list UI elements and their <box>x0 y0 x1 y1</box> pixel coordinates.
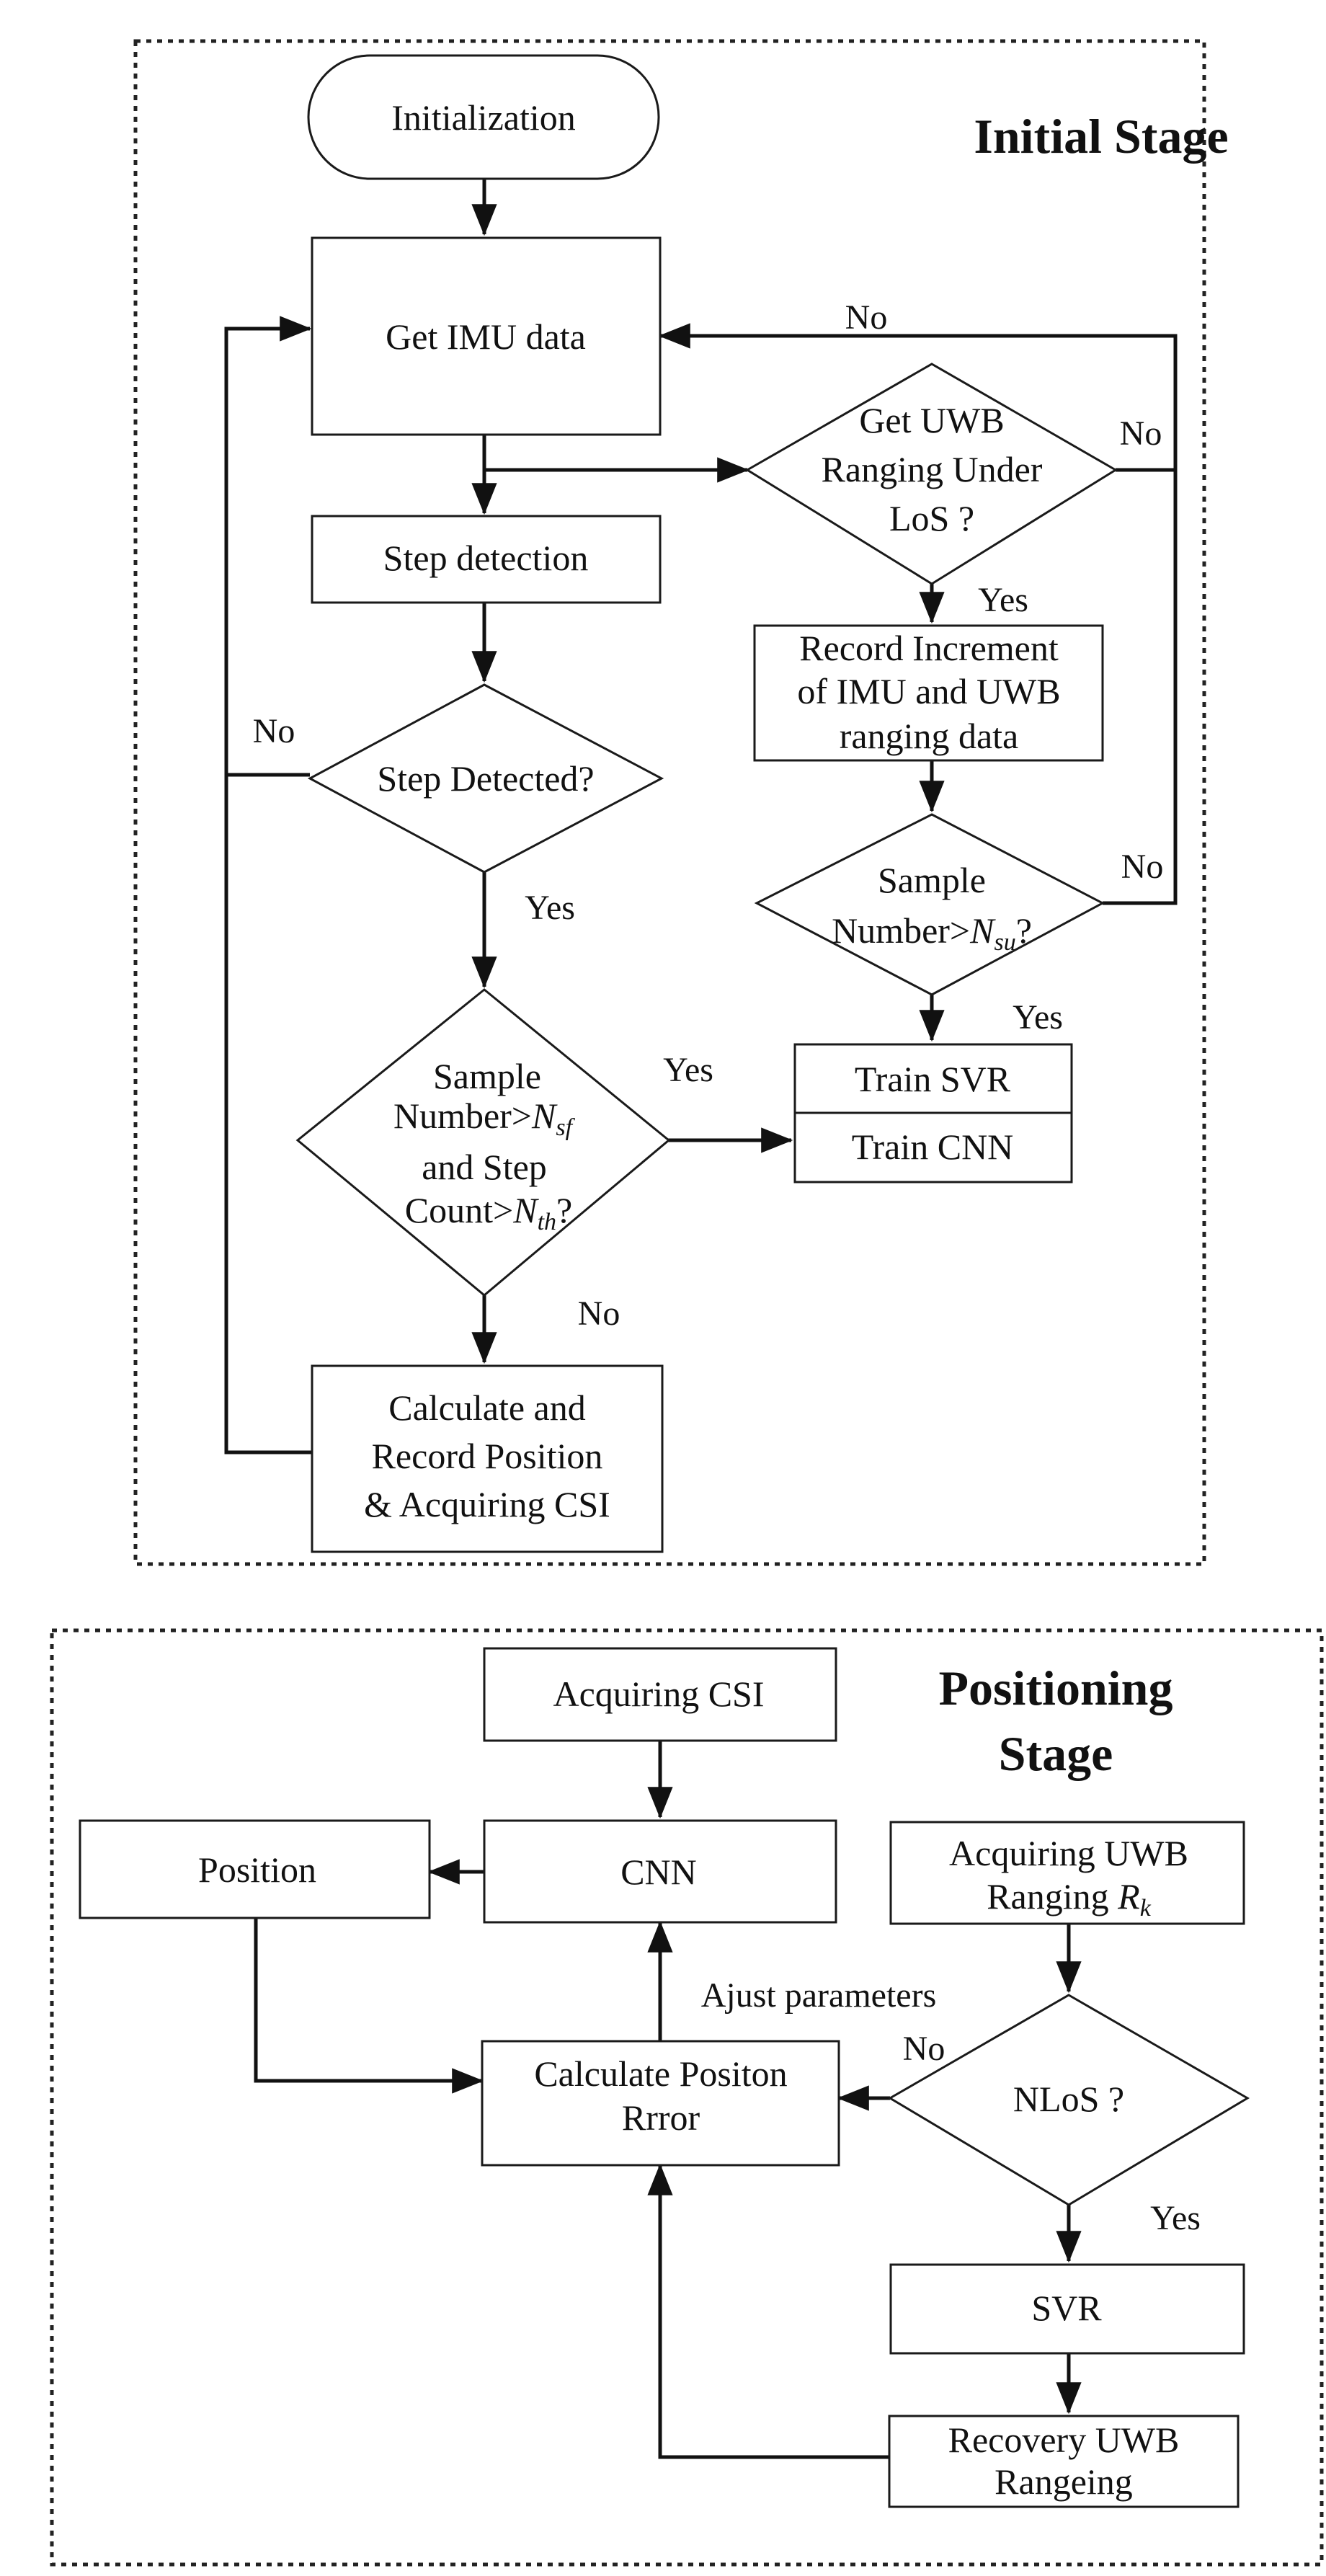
record-label-1: Record Increment <box>799 628 1059 668</box>
cnn-label: CNN <box>620 1852 697 1892</box>
position-label: Position <box>198 1849 316 1890</box>
recovery-label-1: Recovery UWB <box>948 2420 1180 2460</box>
record-label-3: ranging data <box>840 716 1019 756</box>
step-detected-decision <box>307 683 664 874</box>
calc-error-box <box>481 2040 840 2167</box>
acquiring-csi-label: Acquiring CSI <box>553 1674 764 1714</box>
label-cond-yes: Yes <box>663 1051 713 1089</box>
label-step-yes: Yes <box>525 889 575 927</box>
edge-recovery-to-calc <box>647 2163 889 2459</box>
label-uwb-yes: Yes <box>978 581 1028 619</box>
edge-calc-loop-back <box>224 316 312 1454</box>
record-increment-box <box>753 624 1104 762</box>
calc-label-2: Record Position <box>372 1436 603 1476</box>
sample-step-decision <box>295 988 671 1297</box>
edge-uwb-no-back <box>658 323 1178 472</box>
record-label-2: of IMU and UWB <box>797 671 1060 711</box>
nlos-label: NLoS ? <box>1013 2079 1124 2119</box>
initialization-terminal <box>307 54 660 180</box>
sample-su-label-2: Number>Nsu? <box>832 910 1032 956</box>
positioning-stage-title-1: Positioning <box>939 1661 1173 1715</box>
calc-label-1: Calculate and <box>388 1387 586 1428</box>
step-detection-box <box>311 515 662 604</box>
recovery-uwb-box <box>888 2415 1240 2508</box>
initial-stage-title: Initial Stage <box>974 109 1228 164</box>
uwb-los-label-3: LoS ? <box>889 498 974 538</box>
edge-position-to-calc <box>254 1918 484 2094</box>
svr-label: SVR <box>1031 2288 1102 2328</box>
label-uwb-no-top: No <box>845 298 888 337</box>
train-svr-box <box>793 1043 1073 1114</box>
train-cnn-box <box>793 1111 1073 1183</box>
cond-label-1: Sample <box>433 1056 541 1096</box>
nlos-decision <box>888 1994 1250 2206</box>
label-sample-yes: Yes <box>1013 998 1063 1036</box>
calc-label-3: & Acquiring CSI <box>364 1484 610 1524</box>
edge-sample-no-back <box>1103 470 1178 905</box>
step-detection-label: Step detection <box>383 538 589 578</box>
acquiring-uwb-box <box>889 1821 1245 1925</box>
calc-error-label-1: Calculate Positon <box>534 2053 787 2094</box>
initialization-label: Initialization <box>391 97 575 138</box>
label-step-no: No <box>253 712 295 750</box>
sample-su-label-1: Sample <box>878 860 986 900</box>
step-detected-label: Step Detected? <box>377 758 594 799</box>
uwb-los-label-2: Ranging Under <box>822 449 1043 489</box>
initial-stage-frame <box>133 39 1206 1566</box>
recovery-label-2: Rangeing <box>994 2461 1133 2502</box>
label-uwb-no-right: No <box>1120 414 1162 453</box>
calc-record-box <box>311 1364 664 1553</box>
cnn-box <box>483 1819 837 1924</box>
initial-stage-edges <box>224 179 1178 1454</box>
acquiring-uwb-label-1: Acquiring UWB <box>949 1833 1188 1873</box>
acquiring-csi-box <box>483 1647 837 1742</box>
position-box <box>79 1819 431 1919</box>
calc-error-label-2: Rrror <box>622 2097 700 2138</box>
cond-label-2: Number>Nsf <box>393 1096 576 1141</box>
uwb-los-label-1: Get UWB <box>859 400 1004 440</box>
train-svr-label: Train SVR <box>855 1059 1011 1099</box>
label-cond-no: No <box>578 1294 620 1333</box>
label-sample-no: No <box>1121 848 1164 886</box>
positioning-stage-title-2: Stage <box>999 1726 1113 1781</box>
label-nlos-yes: Yes <box>1150 2199 1201 2237</box>
acquiring-uwb-label-2: Ranging Rk <box>987 1876 1151 1922</box>
positioning-stage-edges <box>254 1741 1082 2459</box>
label-nlos-no: No <box>903 2030 945 2068</box>
get-imu-label: Get IMU data <box>386 316 586 357</box>
sample-su-decision <box>754 813 1105 996</box>
cond-label-4: Count>Nth? <box>405 1190 572 1235</box>
uwb-los-decision <box>745 363 1118 585</box>
label-adjust-parameters: Ajust parameters <box>701 1976 937 2015</box>
cond-label-3: and Step <box>422 1147 547 1187</box>
get-imu-box <box>311 236 662 436</box>
svr-box <box>889 2263 1245 2355</box>
train-cnn-label: Train CNN <box>852 1127 1014 1167</box>
